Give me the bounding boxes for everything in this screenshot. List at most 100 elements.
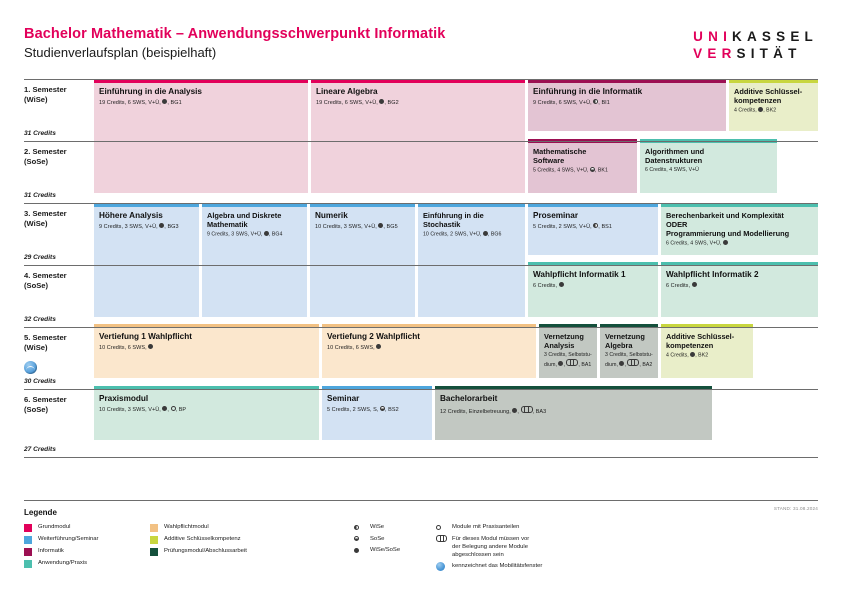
legend-symbol [436,534,447,543]
legend-color-swatch [24,523,32,532]
sose-dot-icon [380,406,386,411]
module-title: Vertiefung 1 Wahlpflicht [99,332,192,341]
legend-label: Anwendung/Praxis [38,560,88,566]
module-card[interactable]: Wahlpflicht Informatik 2 6 Credits, [661,262,818,317]
row-separator [24,141,818,142]
university-logo: UNIKASSEL VERSITÄT [693,28,818,62]
module-title: Numerik [315,211,348,220]
module-color-bar [729,79,818,83]
legend-symbol [436,523,447,531]
prerequisite-lock-icon [520,405,533,413]
module-meta: 10 Credits, 6 SWS, [327,344,532,352]
module-title: Höhere Analysis [99,211,163,220]
module-meta: 9 Credits, 3 SWS, V+Ü, , BG4 [207,230,283,237]
row-separator [24,457,818,458]
legend-label: Module mit Praxisanteilen [452,524,520,530]
module-meta: 9 Credits, 6 SWS, V+Ü, , BI1 [533,99,610,106]
legend-item: Grundmodul [24,523,154,532]
module-color-bar [661,262,818,266]
wise-sose-dot-icon [162,99,168,104]
legend-symbol [354,523,365,531]
module-meta: 6 Credits, [666,282,814,290]
semester-name: 4. Semester(SoSe) [24,271,67,290]
wise-dot-icon [593,99,599,104]
wise-sose-dot-icon [482,230,488,236]
legend-label: WiSe/SoSe [370,547,401,553]
wise-sose-dot-icon [691,282,697,287]
semester-credits: 31 Credits [24,192,56,199]
module-color-bar [94,386,319,390]
row-separator [24,327,818,328]
module-meta: 6 Credits, [533,282,654,290]
module-title: Lineare Algebra [316,87,378,96]
module-color-bar [310,203,415,207]
module-color-bar [202,203,307,207]
module-meta: 19 Credits, 6 SWS, V+Ü, , BG2 [316,99,399,106]
legend-color-swatch [24,559,32,568]
legend-item: Weiterführung/Seminar [24,535,154,544]
wise-sose-dot-icon [722,239,728,245]
legend-label: SoSe [370,535,385,542]
module-color-bar [528,203,658,207]
module-title: Einführung in die Informatik [533,87,643,96]
module-meta: 4 Credits, , BK2 [666,351,709,358]
legend-item: Informatik [24,547,154,556]
semester-credits: 31 Credits [24,130,56,137]
module-meta: 10 Credits, 3 SWS, V+Ü, , , BP [99,406,187,413]
legend-color-swatch [150,547,158,556]
module-title: Additive Schlüssel-kompetenzen [666,332,735,350]
semester-credits: 29 Credits [24,254,56,261]
module-color-bar [600,324,658,328]
logo-sitaet: SITÄT [736,46,802,61]
mobility-globe-icon [436,561,445,571]
module-card[interactable]: Einführung in die Informatik 9 Credits, 6… [528,79,726,131]
module-meta: 10 Credits, 3 SWS, V+Ü, , BG5 [315,223,398,230]
practice-circle-icon [436,524,441,530]
sose-dot-icon [589,166,595,172]
legend-item: SoSe [354,535,444,543]
wise-sose-dot-icon [378,223,384,228]
legend-item: WiSe [354,523,444,531]
module-card[interactable]: Numerik 10 Credits, 3 SWS, V+Ü, , BG5 [310,203,415,317]
module-meta: 5 Credits, 4 SWS, V+Ü, , BK1 [533,166,608,173]
module-card[interactable]: Lineare Algebra 19 Credits, 6 SWS, V+Ü, ,… [311,79,525,193]
semester-label-6: 6. Semester(SoSe)27 Credits [24,389,94,457]
legend-label: Weiterführung/Seminar [38,536,99,542]
semester-credits: 27 Credits [24,446,56,453]
module-title: Einführung in die Analysis [99,87,202,96]
legend-item: WiSe/SoSe [354,546,444,554]
legend-symbol [354,535,365,543]
wise-sose-dot-icon [619,361,625,367]
wise-sose-dot-icon [354,547,359,553]
legend-divider [24,500,818,501]
wise-sose-dot-icon [376,344,382,349]
module-title: Wahlpflicht Informatik 2 [666,270,759,279]
semester-label-3: 3. Semester(WiSe)29 Credits [24,203,94,265]
